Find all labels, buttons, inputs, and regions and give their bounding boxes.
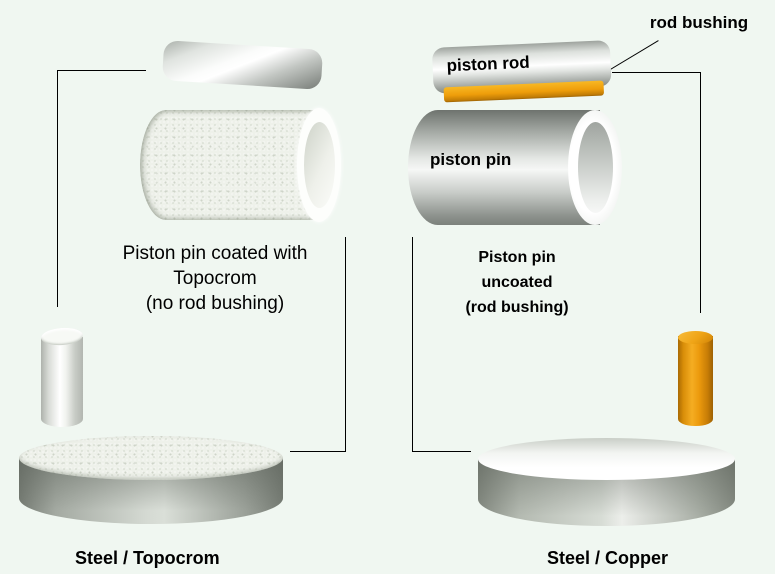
steel-test-pin <box>40 326 84 427</box>
left-bracket-top-line <box>57 70 146 71</box>
piston-rod-label: piston rod <box>446 52 531 76</box>
right-group-left-horizontal-line <box>412 451 471 452</box>
piston-rod-right: piston rod <box>431 40 612 106</box>
left-caption-line-1: Piston pin coated with <box>122 243 308 264</box>
copper-test-pin-body <box>678 336 713 426</box>
left-group-right-vertical-line <box>345 237 346 451</box>
coated-piston-pin-body <box>140 110 318 220</box>
piston-rod-left <box>161 40 324 90</box>
right-bracket-top-line <box>612 72 700 73</box>
right-caption-line-1: Piston pin <box>478 249 556 266</box>
topocrom-disc <box>19 436 283 528</box>
left-bracket-vertical-line <box>57 70 58 307</box>
right-pair-label: Steel / Copper <box>547 548 669 568</box>
rod-bushing-label: rod bushing <box>649 13 749 32</box>
left-caption-line-2: Topocrom <box>173 268 257 289</box>
copper-test-pin-cap <box>678 331 713 344</box>
topocrom-disc-top <box>19 436 283 480</box>
copper-test-pin <box>678 331 713 426</box>
uncoated-piston-pin: piston pin <box>408 110 642 225</box>
steel-disc <box>478 438 735 528</box>
coated-piston-pin-bore <box>304 122 335 208</box>
right-group-left-vertical-line <box>412 237 413 451</box>
right-bracket-vertical-line <box>700 72 701 313</box>
uncoated-piston-pin-bore <box>578 122 613 213</box>
left-caption-line-3: (no rod bushing) <box>145 293 285 314</box>
right-caption: Piston pin uncoated (rod bushing) <box>432 245 602 320</box>
right-caption-line-3: (rod bushing) <box>465 299 569 316</box>
steel-test-pin-body <box>41 337 83 427</box>
left-caption: Piston pin coated with Topocrom (no rod … <box>83 241 347 316</box>
steel-disc-top <box>478 438 735 480</box>
left-group-right-horizontal-line <box>290 451 346 452</box>
left-pair-label: Steel / Topocrom <box>75 548 220 568</box>
piston-pin-label: piston pin <box>430 150 512 169</box>
coated-piston-pin <box>140 108 342 222</box>
right-caption-line-2: uncoated <box>481 274 553 291</box>
